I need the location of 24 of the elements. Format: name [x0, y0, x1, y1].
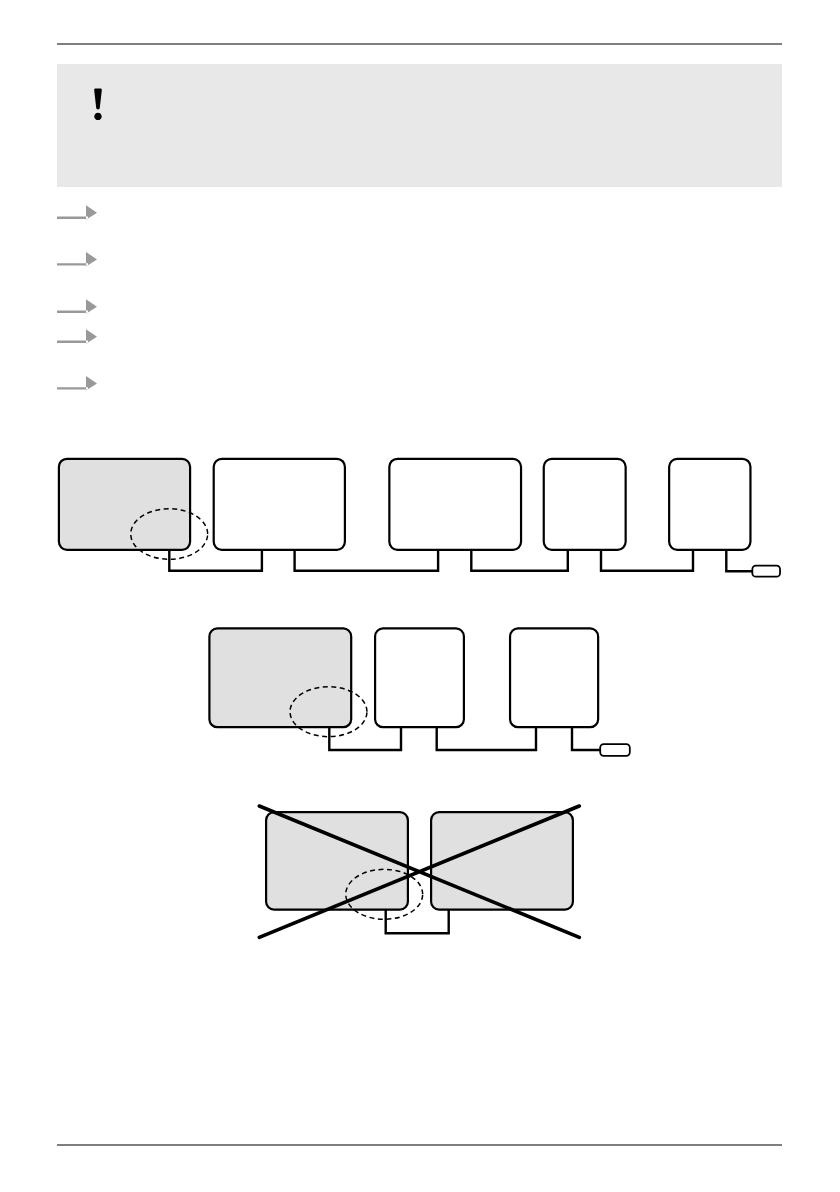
dashed-ellipse	[289, 686, 368, 738]
cable-line	[168, 549, 264, 572]
device-box	[508, 627, 600, 729]
device-box	[265, 811, 409, 911]
cable-line	[599, 549, 695, 572]
device-box	[430, 811, 574, 911]
cable-line	[328, 727, 403, 752]
terminator-plug	[599, 743, 631, 757]
cable-line	[470, 549, 569, 572]
cable-line	[384, 909, 450, 935]
cable-line	[293, 549, 440, 572]
device-box	[212, 457, 346, 551]
device-box	[374, 627, 465, 729]
cable-line	[435, 727, 538, 752]
device-box	[388, 457, 523, 551]
cable-line	[570, 727, 601, 752]
device-box	[668, 457, 752, 551]
dashed-ellipse	[130, 508, 209, 560]
terminator-plug	[751, 564, 781, 578]
dashed-ellipse	[345, 868, 424, 920]
device-box	[57, 457, 192, 551]
device-box	[208, 627, 353, 729]
device-box	[542, 457, 627, 551]
cable-line	[725, 549, 753, 573]
